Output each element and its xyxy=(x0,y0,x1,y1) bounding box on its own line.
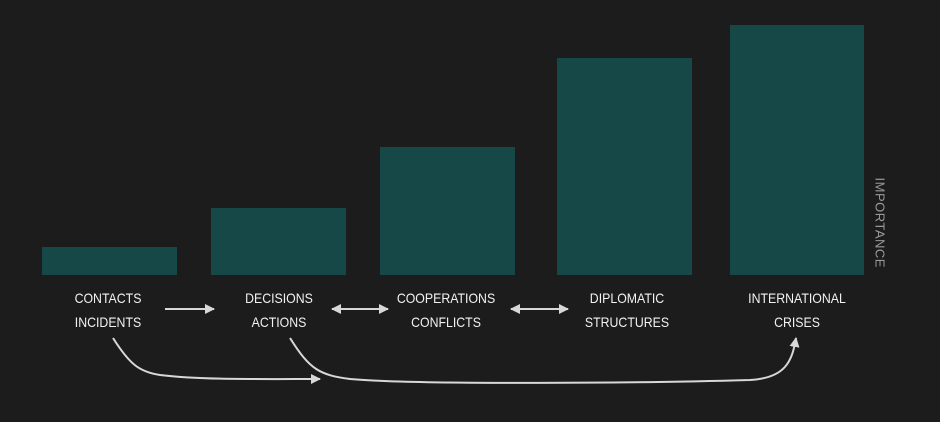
label-line2: STRUCTURES xyxy=(584,314,670,330)
label-line1: DIPLOMATIC xyxy=(589,290,665,306)
stage-label-decisions: DECISIONS ACTIONS xyxy=(200,286,358,334)
stage-label-diplomatic: DIPLOMATIC STRUCTURES xyxy=(548,286,706,334)
bar-diplomatic-structures xyxy=(557,58,692,275)
stage-label-international: INTERNATIONAL CRISES xyxy=(718,286,876,334)
bar-contacts-incidents xyxy=(42,247,177,275)
label-line2: INCIDENTS xyxy=(74,314,142,330)
label-line2: ACTIONS xyxy=(251,314,307,330)
label-line1: COOPERATIONS xyxy=(396,290,496,306)
bar-decisions-actions xyxy=(211,208,346,275)
label-line2: CRISES xyxy=(774,314,820,330)
label-line1: INTERNATIONAL xyxy=(748,290,846,306)
label-line2: CONFLICTS xyxy=(411,314,481,330)
arrow-contacts-curve xyxy=(112,337,321,385)
stage-label-contacts: CONTACTS INCIDENTS xyxy=(29,286,187,334)
arrow-decisions-to-crises xyxy=(289,337,800,384)
label-line1: DECISIONS xyxy=(245,290,313,306)
bar-cooperations-conflicts xyxy=(380,147,515,275)
bar-international-crises xyxy=(730,25,864,275)
stage-label-cooperations: COOPERATIONS CONFLICTS xyxy=(367,286,525,334)
label-line1: CONTACTS xyxy=(74,290,142,306)
